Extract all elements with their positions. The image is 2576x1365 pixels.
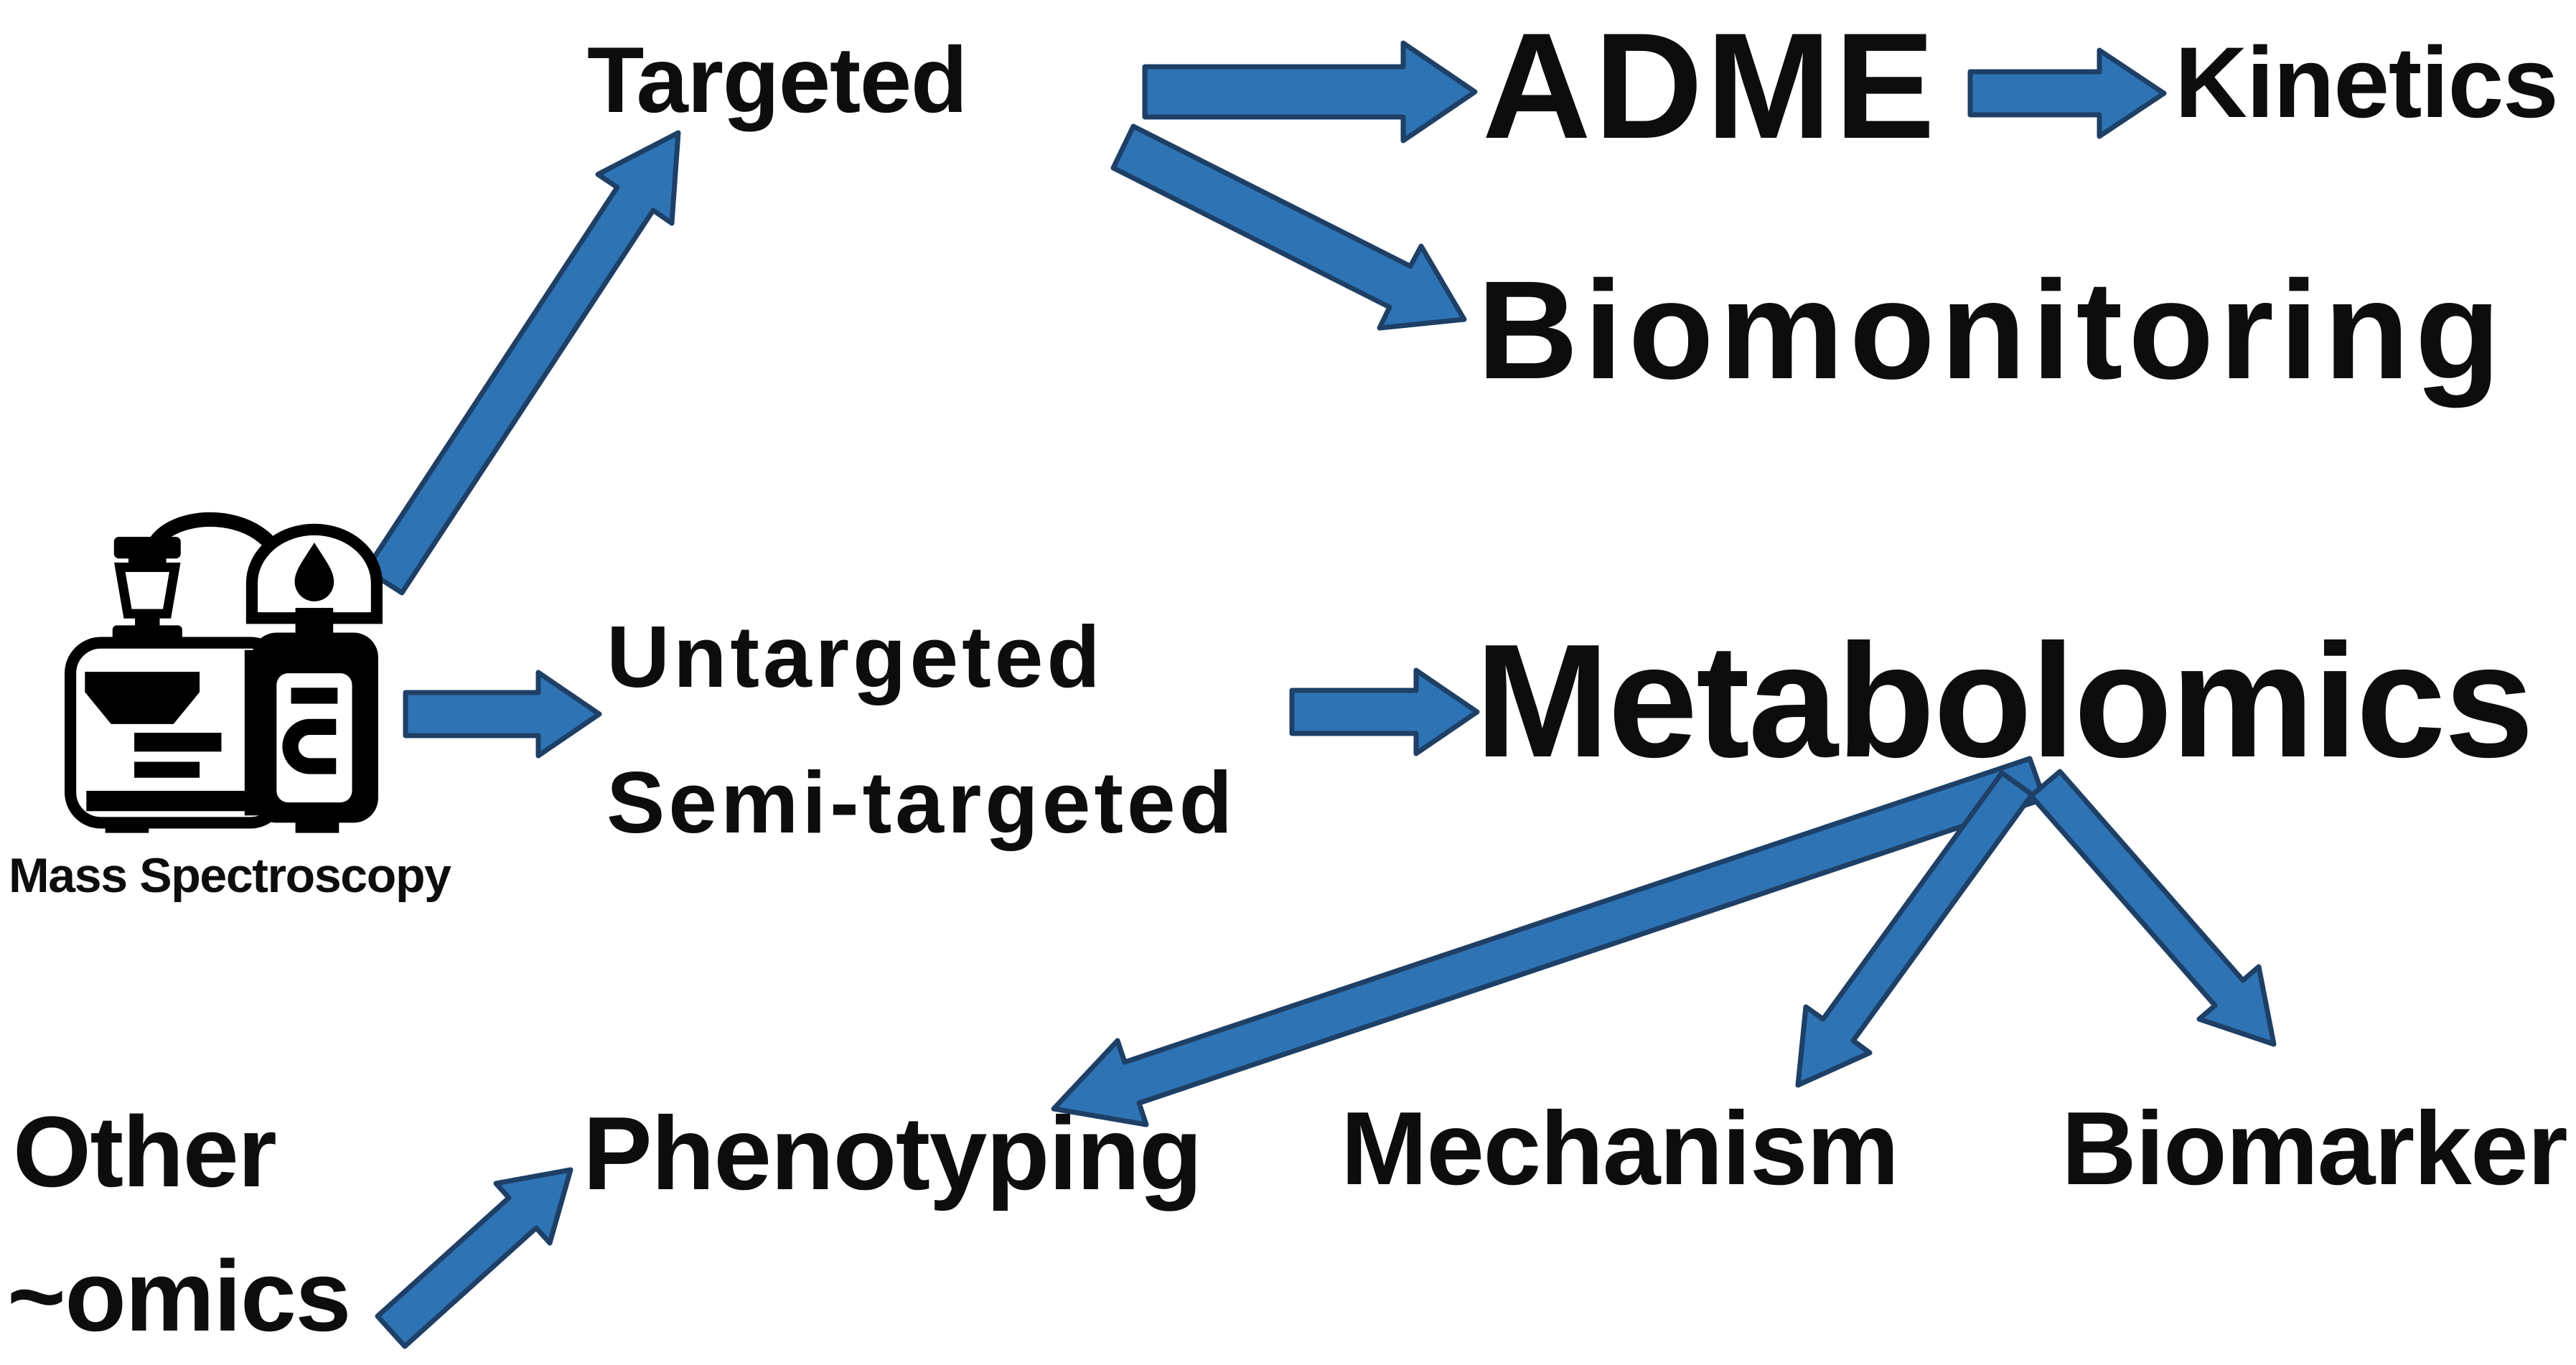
node-omics: ~omics bbox=[7, 1239, 351, 1352]
arrow-untargeted-to-metabolomics bbox=[1289, 667, 1480, 756]
arrow-massspec-to-untargeted bbox=[403, 670, 602, 759]
arrow-omics-to-phenotyping bbox=[375, 1167, 573, 1349]
node-adme: ADME bbox=[1482, 1, 1939, 170]
arrow-metabolomics-to-biomarker bbox=[2028, 769, 2277, 1047]
mass-spectrometer-icon bbox=[65, 512, 383, 833]
node-metabolomics: Metabolomics bbox=[1475, 610, 2534, 791]
arrow-targeted-to-biomonitoring bbox=[1110, 123, 1467, 331]
arrow-metabolomics-to-phenotyping bbox=[1051, 756, 2047, 1127]
node-kinetics: Kinetics bbox=[2175, 26, 2559, 139]
node-mechanism: Mechanism bbox=[1341, 1090, 1899, 1206]
arrow-adme-to-kinetics bbox=[1967, 47, 2167, 139]
arrow-metabolomics-to-mechanism bbox=[1795, 770, 2035, 1088]
node-targeted: Targeted bbox=[587, 27, 968, 132]
node-phenotyping: Phenotyping bbox=[583, 1095, 1203, 1211]
arrow-massspec-to-targeted bbox=[363, 130, 681, 596]
masspec-label: Mass Spectroscopy bbox=[9, 848, 451, 903]
node-biomarker: Biomarker bbox=[2061, 1090, 2568, 1206]
node-biomonitoring: Biomonitoring bbox=[1477, 252, 2506, 408]
arrow-targeted-to-adme bbox=[1142, 40, 1478, 144]
node-other: Other bbox=[13, 1095, 277, 1208]
node-untargeted: Untargeted bbox=[606, 608, 1104, 705]
node-semi-targeted: Semi-targeted bbox=[606, 753, 1236, 851]
node-untargeted-group: Untargeted Semi-targeted bbox=[606, 584, 1236, 875]
